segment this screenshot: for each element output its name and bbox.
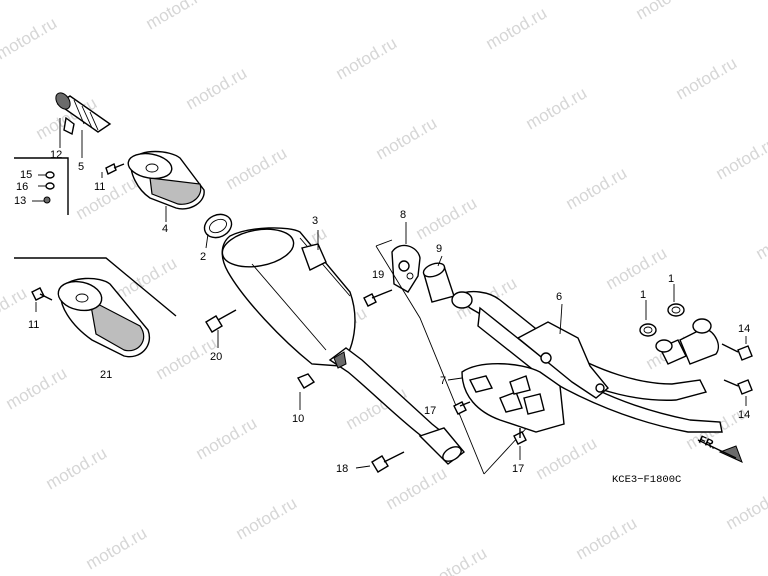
gasket-part (639, 303, 685, 337)
clamp-part (391, 244, 421, 293)
callout-11: 11 (28, 319, 39, 331)
callout-14: 14 (738, 409, 750, 421)
callout-19: 19 (372, 269, 384, 281)
watermark-text: motod.ru (83, 523, 151, 573)
watermark-text: motod.ru (603, 243, 671, 293)
callout-20: 20 (210, 351, 222, 363)
muffler-part (221, 227, 356, 367)
watermark-text: motod.ru (633, 0, 701, 23)
watermark-text: motod.ru (563, 163, 631, 213)
watermark-text: motod.ru (113, 253, 181, 303)
watermark-text: motod.ru (223, 143, 291, 193)
watermark-text: motod.ru (73, 173, 141, 223)
watermark-text: motod.ru (533, 433, 601, 483)
callout-6: 6 (556, 291, 562, 303)
bolt-part (453, 401, 527, 460)
collar-part (422, 262, 455, 303)
spark-arrester-part (55, 92, 112, 136)
watermark-text: motod.ru (373, 113, 441, 163)
watermark-text: motod.ru (233, 493, 301, 543)
watermark-text: motod.ru (413, 193, 481, 243)
front-direction-arrow (697, 439, 743, 463)
callout-4: 4 (162, 223, 168, 235)
callout-12: 12 (50, 149, 62, 161)
nut-part (296, 373, 316, 410)
callout-1: 1 (668, 273, 674, 285)
callout-16: 16 (16, 181, 28, 193)
muffler-pipe-part (328, 347, 466, 465)
callout-2: 2 (200, 251, 206, 263)
callout-17: 17 (424, 405, 436, 417)
watermark-text: motod.ru (3, 363, 71, 413)
silencer-cap-part (127, 150, 205, 210)
callout-11: 11 (94, 181, 105, 193)
watermark-text: motod.ru (333, 33, 401, 83)
callout-13: 13 (14, 195, 26, 207)
bolt-part (363, 289, 393, 307)
callout-1: 1 (640, 289, 646, 301)
nut-part (721, 343, 753, 395)
leader-line (447, 377, 463, 381)
alt-silencer-part (57, 277, 151, 358)
callout-3: 3 (312, 215, 318, 227)
diagram-code: KCE3−F1800C (612, 474, 681, 486)
leader-line (437, 255, 443, 267)
leader-line (559, 303, 563, 335)
watermark-text: motod.ru (423, 543, 491, 576)
watermark-text: motod.ru (143, 0, 211, 33)
callout-18: 18 (336, 463, 348, 475)
callout-5: 5 (78, 161, 84, 173)
heat-shield-part (461, 363, 565, 433)
watermark-text: motod.ru (523, 83, 591, 133)
callout-21: 21 (100, 369, 112, 381)
assembly-guide (375, 245, 485, 475)
bolt-part (355, 451, 405, 473)
exhaust-pipe-part (451, 290, 723, 433)
callout-labels: 1 1 2 3 4 5 6 7 8 9 10 11 11 12 13 14 14… (14, 149, 750, 475)
watermark-text: motod.ru (673, 53, 741, 103)
callout-10: 10 (292, 413, 304, 425)
watermark-text: motod.ru (193, 413, 261, 463)
watermark-text: motod.ru (0, 283, 30, 333)
gasket-part (203, 213, 233, 239)
callout-9: 9 (436, 243, 442, 255)
bolt-part (101, 163, 125, 178)
group-bracket (14, 257, 177, 317)
watermark-text: motod.ru (573, 513, 641, 563)
callout-17: 17 (512, 463, 524, 475)
watermark-text: motod.ru (383, 463, 451, 513)
callout-15: 15 (20, 169, 32, 181)
leader-line (205, 233, 209, 249)
assembly-guide (375, 239, 393, 247)
bolt-part (205, 309, 237, 348)
watermark-text: motod.ru (723, 483, 768, 533)
callout-14: 14 (738, 323, 750, 335)
watermark-text: motod.ru (713, 133, 768, 183)
callout-7: 7 (440, 375, 446, 387)
small-fasteners (32, 171, 55, 204)
watermark-text: motod.ru (0, 13, 60, 63)
watermark-text: motod.ru (483, 3, 551, 53)
watermark-text: motod.ru (753, 213, 768, 263)
watermark-text: motod.ru (183, 63, 251, 113)
callout-8: 8 (400, 209, 406, 221)
bolt-part (31, 287, 53, 312)
watermark-text: motod.ru (293, 0, 361, 3)
watermark-text: motod.ru (43, 443, 111, 493)
group-bracket (14, 157, 69, 215)
